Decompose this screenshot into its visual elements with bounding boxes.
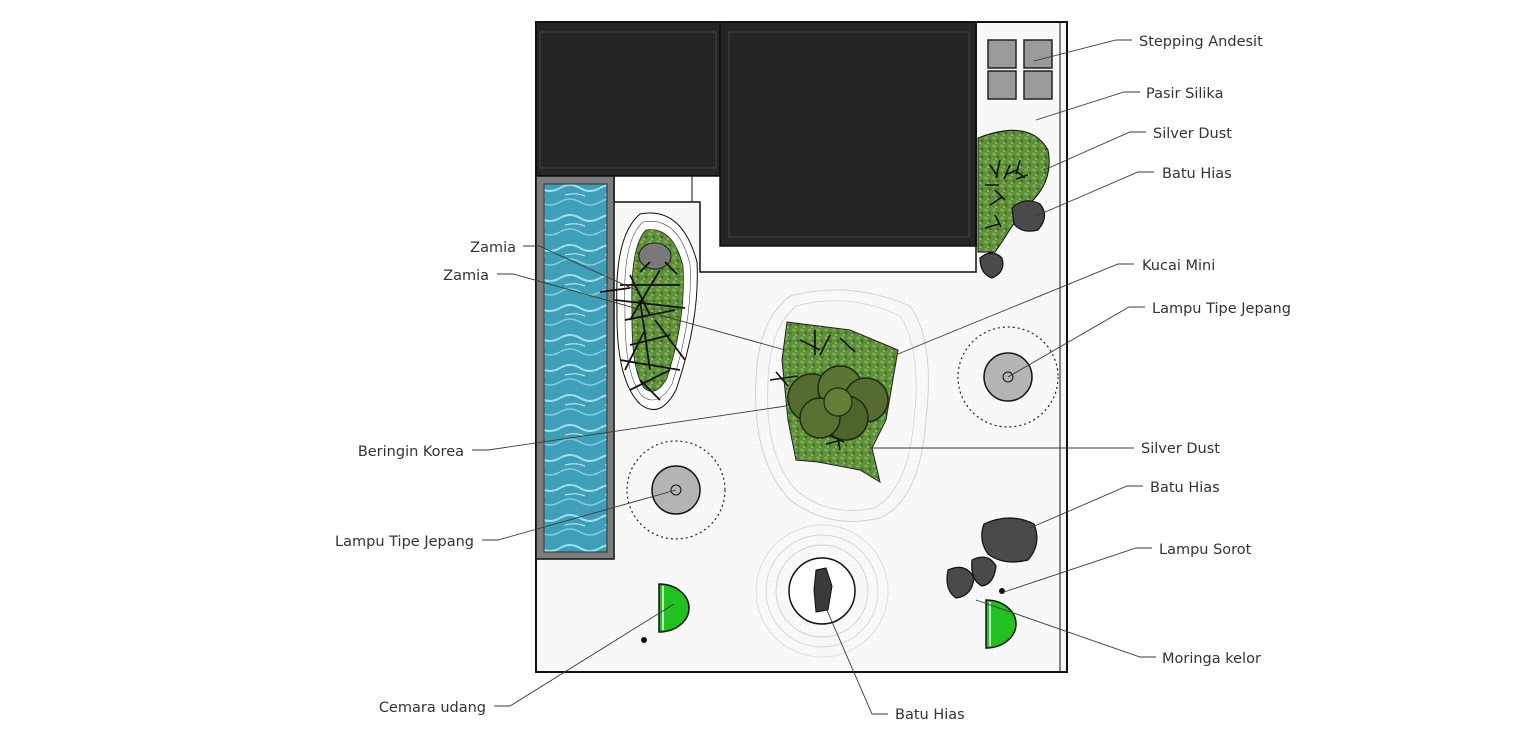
label-silver-dust-mid: Silver Dust xyxy=(1141,441,1220,457)
label-lampu-sorot: Lampu Sorot xyxy=(1159,542,1252,558)
beringin-korea-canopy xyxy=(787,365,889,441)
label-stepping-andesit: Stepping Andesit xyxy=(1139,34,1263,50)
small-rock-top xyxy=(979,252,1004,279)
roof-left xyxy=(535,21,721,177)
label-zamia-1: Zamia xyxy=(470,240,516,256)
leader-lines xyxy=(472,39,1156,715)
cemara-udang xyxy=(641,583,690,643)
terrace-outline xyxy=(613,175,977,273)
moringa-kelor xyxy=(985,599,1017,649)
label-beringin-korea: Beringin Korea xyxy=(358,444,464,460)
central-island xyxy=(755,289,929,522)
batu-hias-top-rock xyxy=(1011,200,1046,232)
zamia-planter xyxy=(599,212,698,411)
label-lampu-tipe-jepang-right: Lampu Tipe Jepang xyxy=(1152,301,1291,317)
batu-hias-right-rocks xyxy=(946,517,1038,599)
lampu-sorot xyxy=(999,588,1005,594)
batu-hias-bottom xyxy=(755,524,889,658)
label-silver-dust-top: Silver Dust xyxy=(1153,126,1232,142)
label-batu-hias-bottom: Batu Hias xyxy=(895,707,965,723)
pool xyxy=(535,175,615,560)
planter-top-right xyxy=(977,129,1050,279)
label-cemara-udang: Cemara udang xyxy=(379,700,486,716)
label-zamia-2: Zamia xyxy=(443,268,489,284)
label-lampu-tipe-jepang-left: Lampu Tipe Jepang xyxy=(335,534,474,550)
label-batu-hias-right: Batu Hias xyxy=(1150,480,1220,496)
stepping-andesit-stones xyxy=(987,39,1053,100)
label-batu-hias-top: Batu Hias xyxy=(1162,166,1232,182)
label-kucai-mini: Kucai Mini xyxy=(1142,258,1215,274)
label-pasir-silika: Pasir Silika xyxy=(1146,86,1223,102)
label-moringa-kelor: Moringa kelor xyxy=(1162,651,1261,667)
roof-right xyxy=(719,21,977,247)
